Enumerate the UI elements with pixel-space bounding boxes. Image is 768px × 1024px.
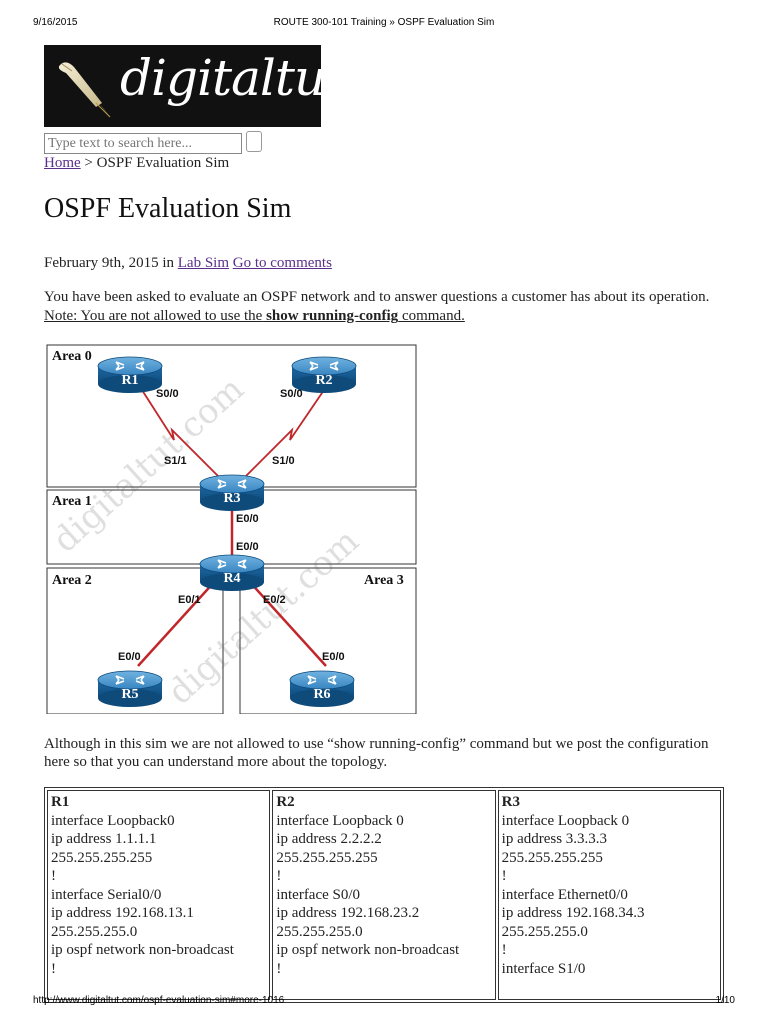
print-page-number: 1/10 [715, 995, 735, 1006]
pen-icon [58, 62, 111, 118]
intro-text: You have been asked to evaluate an OSPF … [44, 289, 710, 305]
iface-r4-e02: E0/2 [263, 594, 286, 606]
print-url: http://www.digitaltut.com/ospf-evaluatio… [33, 995, 285, 1006]
area-1-label: Area 1 [52, 494, 92, 509]
area-2-box [46, 567, 224, 714]
config-line: ip address 2.2.2.2 [276, 831, 382, 847]
config-line: interface Loopback 0 [276, 812, 404, 829]
config-line: interface Loopback 0 [501, 812, 630, 829]
config-line: ! [276, 868, 282, 884]
area-0-label: Area 0 [52, 349, 92, 364]
config-line: 255.255.255.255 [501, 849, 603, 866]
router-label-r2: R2 [315, 373, 332, 388]
iface-r4-e00: E0/0 [236, 541, 259, 553]
config-line: ip address 192.168.13.1 [51, 905, 194, 921]
config-line: ip address 3.3.3.3 [501, 831, 608, 847]
config-columns: R1 interface Loopback0 ip address 1.1.1.1 2… [47, 790, 721, 1000]
logo-text: digitaltut [120, 49, 321, 107]
config-line: interface Ethernet0/0 [501, 886, 628, 903]
config-line: interface Loopback0 [51, 812, 175, 829]
iface-r6-e00: E0/0 [322, 651, 345, 663]
link-r4-r5 [137, 579, 217, 667]
print-header: 9/16/2015 ROUTE 300-101 Training » OSPF … [0, 17, 768, 31]
config-line: ! [51, 868, 56, 884]
router-label-r3: R3 [223, 491, 240, 506]
area-2-label: Area 2 [52, 573, 92, 588]
config-line: ip address 1.1.1.1 [51, 831, 157, 847]
note-suffix: command. [401, 308, 465, 324]
area-3-label: Area 3 [364, 573, 404, 588]
search-button[interactable] [246, 131, 262, 152]
note-prefix: Note: You are not allowed to use the [44, 308, 263, 324]
config-line: 255.255.255.255 [276, 849, 378, 866]
breadcrumb-home-link[interactable]: Home [44, 155, 81, 171]
svg-text:digitaltut.com: digitaltut.com [46, 369, 252, 561]
iface-r4-e01: E0/1 [178, 594, 201, 606]
iface-r3-e00: E0/0 [236, 513, 259, 525]
iface-r3-s11: S1/1 [164, 455, 187, 467]
page-title: OSPF Evaluation Sim [44, 193, 292, 224]
watermark: digitaltut.com digitaltut.com [46, 369, 367, 713]
config-line: ip ospf network non-broadcast [51, 942, 234, 958]
link-r1-r3 [141, 389, 219, 477]
config-table: R1 interface Loopback0 ip address 1.1.1.1 2… [44, 787, 724, 1003]
breadcrumb: Home > OSPF Evaluation Sim [44, 155, 229, 172]
config-line: interface S0/0 [276, 886, 361, 903]
config-line: 255.255.255.255 [51, 849, 153, 866]
network-topology-diagram: digitaltut.com digitaltut.com R1 R2 R3 R… [46, 344, 417, 714]
config-line: ! [276, 960, 282, 977]
search-input[interactable] [44, 133, 242, 154]
print-date: 9/16/2015 [33, 17, 78, 28]
config-column-r3: R3 interface Loopback 0 ip address 3.3.3.3… [497, 790, 721, 1000]
post-meta: February 9th, 2015 in Lab Sim Go to comm… [44, 255, 332, 272]
note-text: Note: You are not allowed to use the sho… [44, 308, 465, 324]
config-intro-paragraph: Although in this sim we are not allowed … [44, 736, 709, 770]
iface-r3-s10: S1/0 [272, 455, 295, 467]
config-line: ip address 192.168.34.3 [501, 905, 645, 921]
post-date: February 9th, 2015 [44, 255, 159, 271]
config-line: interface S1/0 [501, 960, 586, 977]
config-column-r2: R2 interface Loopback 0 ip address 2.2.2.2… [272, 790, 496, 1000]
router-label-r4: R4 [223, 571, 240, 586]
config-router-name: R3 [501, 794, 520, 810]
config-line: interface Serial0/0 [51, 886, 162, 903]
config-router-name: R2 [276, 794, 295, 810]
comments-link[interactable]: Go to comments [232, 255, 332, 271]
category-link[interactable]: Lab Sim [177, 255, 229, 271]
breadcrumb-current: OSPF Evaluation Sim [96, 155, 230, 171]
config-line: 255.255.255.0 [51, 923, 138, 940]
config-router-name: R1 [51, 794, 70, 810]
note-command: show running-config [266, 308, 399, 324]
config-line: ! [51, 960, 56, 977]
post-in-text: in [162, 255, 174, 271]
config-line: 255.255.255.0 [501, 923, 588, 940]
print-title: ROUTE 300-101 Training » OSPF Evaluation… [273, 17, 495, 28]
config-line: ip address 192.168.23.2 [276, 905, 420, 921]
config-line: ! [501, 942, 507, 958]
router-label-r5: R5 [121, 687, 138, 702]
config-line: 255.255.255.0 [276, 923, 363, 940]
iface-r1-s00: S0/0 [156, 388, 179, 400]
intro-paragraph: You have been asked to evaluate an OSPF … [44, 288, 734, 326]
config-line: ! [501, 868, 507, 884]
link-r4-r6 [247, 579, 327, 667]
site-logo[interactable]: digitaltut [44, 45, 321, 127]
config-column-r1: R1 interface Loopback0 ip address 1.1.1.1 2… [47, 790, 271, 1000]
config-line: ip ospf network non-broadcast [276, 942, 460, 958]
area-3-box [239, 567, 417, 714]
breadcrumb-separator: > [84, 155, 93, 171]
router-label-r6: R6 [313, 687, 330, 702]
iface-r2-s00: S0/0 [280, 388, 303, 400]
router-label-r1: R1 [121, 373, 138, 388]
link-r2-r3 [245, 389, 325, 477]
iface-r5-e00: E0/0 [118, 651, 141, 663]
